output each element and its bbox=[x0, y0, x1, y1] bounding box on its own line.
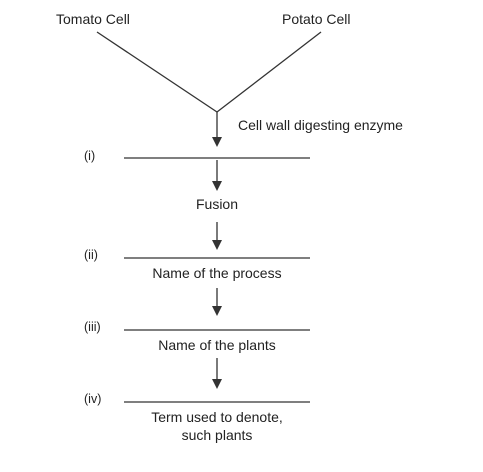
step-marker-iii: (iii) bbox=[84, 320, 101, 334]
step-marker-iv: (iv) bbox=[84, 392, 102, 406]
step-caption-iv-line2: such plants bbox=[181, 427, 253, 443]
fusion-label: Fusion bbox=[195, 196, 239, 212]
arrow-1-head bbox=[212, 137, 222, 147]
enzyme-label: Cell wall digesting enzyme bbox=[238, 117, 403, 133]
step-caption-iv-line1: Term used to denote, bbox=[151, 409, 283, 425]
right-branch-line bbox=[216, 31, 322, 113]
left-branch-line bbox=[96, 31, 218, 113]
arrow-2-head bbox=[212, 181, 222, 191]
potato-cell-label: Potato Cell bbox=[282, 11, 351, 27]
arrow-4-head bbox=[212, 306, 222, 316]
step-marker-i: (i) bbox=[84, 149, 96, 163]
step-caption-ii: Name of the process bbox=[152, 265, 282, 281]
tomato-cell-label: Tomato Cell bbox=[56, 11, 130, 27]
arrow-3-head bbox=[212, 240, 222, 250]
step-marker-ii: (ii) bbox=[84, 248, 98, 262]
arrow-5-head bbox=[212, 379, 222, 389]
step-caption-iii: Name of the plants bbox=[158, 337, 276, 353]
